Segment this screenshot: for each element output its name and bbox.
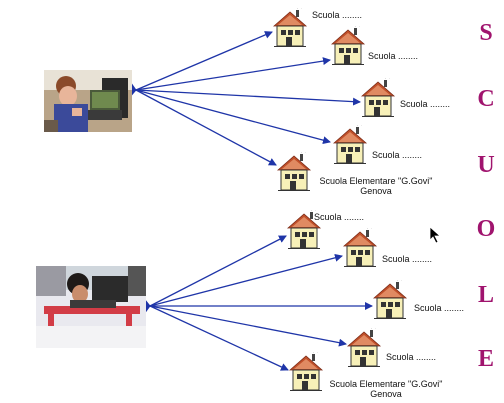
double-arrow-1-2	[128, 57, 331, 96]
child-with-laptop-photo	[44, 70, 132, 132]
house-icon	[288, 350, 324, 392]
letter-e: E	[477, 346, 494, 372]
letter-l: L	[477, 282, 494, 308]
school-city: Genova	[360, 186, 392, 196]
school-label: Scuola ........	[386, 352, 437, 362]
school-label: Scuola ........	[314, 212, 365, 222]
double-arrow-1-3	[128, 85, 361, 106]
house-icon	[342, 226, 378, 268]
school-label: Scuola ........	[414, 303, 465, 313]
double-arrow-2-4	[142, 300, 347, 347]
school-label: Scuola ........	[312, 10, 363, 20]
double-arrow-2-2	[142, 253, 343, 312]
house-icon	[346, 326, 382, 368]
house-icon	[332, 123, 368, 165]
school-label: Scuola ........	[368, 51, 419, 61]
letter-c: C	[477, 86, 495, 112]
house-icon	[360, 76, 396, 118]
house-icon	[286, 208, 322, 250]
house-icon	[372, 278, 408, 320]
house-icon	[330, 24, 366, 66]
house-icon	[276, 150, 312, 192]
school-city: Genova	[370, 389, 402, 399]
school-name: Scuola Elementare "G.Govi"	[319, 176, 433, 186]
double-arrow-1-4	[128, 84, 331, 145]
letter-s: S	[479, 20, 493, 46]
school-label-govi: Scuola Elementare "G.Govi" Genova	[312, 176, 440, 196]
letter-o: O	[476, 216, 496, 242]
school-label: Scuola ........	[372, 150, 423, 160]
letter-u: U	[477, 152, 495, 178]
mouse-pointer-icon	[429, 226, 442, 244]
school-name: Scuola Elementare "G.Govi"	[329, 379, 443, 389]
school-label: Scuola ........	[400, 99, 451, 109]
school-label: Scuola ........	[382, 254, 433, 264]
double-arrow-2-1	[141, 235, 287, 313]
house-icon	[272, 6, 308, 48]
double-arrow-2-5	[141, 299, 289, 371]
double-arrow-1-5	[127, 83, 277, 166]
school-label-govi: Scuola Elementare "G.Govi" Genova	[322, 379, 450, 399]
child-in-bed-with-laptop-photo	[36, 266, 146, 348]
double-arrow-1-1	[127, 31, 273, 97]
